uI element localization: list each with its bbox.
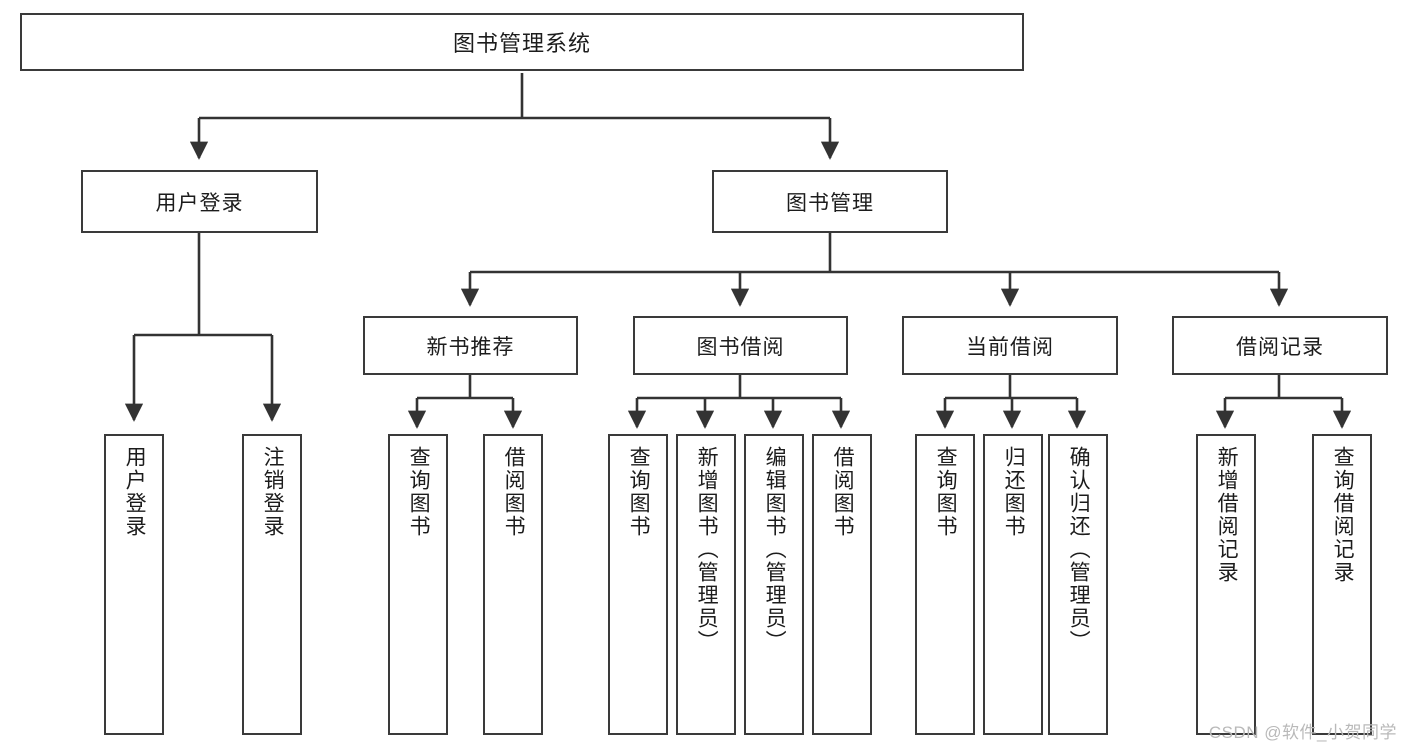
node-book-management-label: 图书管理 bbox=[786, 191, 874, 215]
leaf-label: 查询借阅记录 bbox=[1331, 446, 1355, 584]
leaf-book-borrow-4[interactable]: 借阅图书 bbox=[812, 434, 872, 735]
node-user-login-label: 用户登录 bbox=[155, 191, 244, 215]
leaf-current-borrow-2[interactable]: 归还图书 bbox=[983, 434, 1043, 735]
leaf-new-book-1[interactable]: 查询图书 bbox=[388, 434, 448, 735]
node-borrow-record[interactable]: 借阅记录 bbox=[1172, 316, 1388, 375]
leaf-book-borrow-1[interactable]: 查询图书 bbox=[608, 434, 668, 735]
node-user-login[interactable]: 用户登录 bbox=[81, 170, 318, 233]
leaf-label: 确认归还（管理员） bbox=[1067, 446, 1091, 653]
leaf-borrow-record-1[interactable]: 新增借阅记录 bbox=[1196, 434, 1256, 735]
leaf-label: 新增图书（管理员） bbox=[695, 446, 719, 653]
leaf-book-borrow-2[interactable]: 新增图书（管理员） bbox=[676, 434, 736, 735]
leaf-label: 用户登录 bbox=[123, 446, 147, 538]
leaf-label: 归还图书 bbox=[1002, 446, 1026, 538]
node-root[interactable]: 图书管理系统 bbox=[20, 13, 1024, 71]
node-book-borrow-label: 图书借阅 bbox=[696, 335, 785, 359]
watermark: CSDN @软件_小贺同学 bbox=[1208, 723, 1397, 742]
leaf-label: 查询图书 bbox=[407, 446, 431, 538]
leaf-current-borrow-3[interactable]: 确认归还（管理员） bbox=[1048, 434, 1108, 735]
leaf-book-borrow-3[interactable]: 编辑图书（管理员） bbox=[744, 434, 804, 735]
leaf-borrow-record-2[interactable]: 查询借阅记录 bbox=[1312, 434, 1372, 735]
node-current-borrow[interactable]: 当前借阅 bbox=[902, 316, 1118, 375]
leaf-label: 注销登录 bbox=[261, 446, 285, 538]
leaf-label: 借阅图书 bbox=[502, 446, 526, 538]
leaf-user-login-2[interactable]: 注销登录 bbox=[242, 434, 302, 735]
node-borrow-record-label: 借阅记录 bbox=[1236, 335, 1324, 359]
leaf-new-book-2[interactable]: 借阅图书 bbox=[483, 434, 543, 735]
node-root-label: 图书管理系统 bbox=[452, 31, 591, 56]
node-book-borrow[interactable]: 图书借阅 bbox=[633, 316, 848, 375]
node-book-management[interactable]: 图书管理 bbox=[712, 170, 948, 233]
node-new-book-recommend[interactable]: 新书推荐 bbox=[363, 316, 578, 375]
node-new-book-recommend-label: 新书推荐 bbox=[426, 335, 515, 359]
node-current-borrow-label: 当前借阅 bbox=[966, 335, 1054, 359]
leaf-label: 查询图书 bbox=[934, 446, 958, 538]
leaf-label: 新增借阅记录 bbox=[1215, 446, 1239, 584]
leaf-label: 编辑图书（管理员） bbox=[763, 446, 787, 653]
leaf-label: 借阅图书 bbox=[831, 446, 855, 538]
leaf-user-login-1[interactable]: 用户登录 bbox=[104, 434, 164, 735]
leaf-current-borrow-1[interactable]: 查询图书 bbox=[915, 434, 975, 735]
leaf-label: 查询图书 bbox=[627, 446, 651, 538]
